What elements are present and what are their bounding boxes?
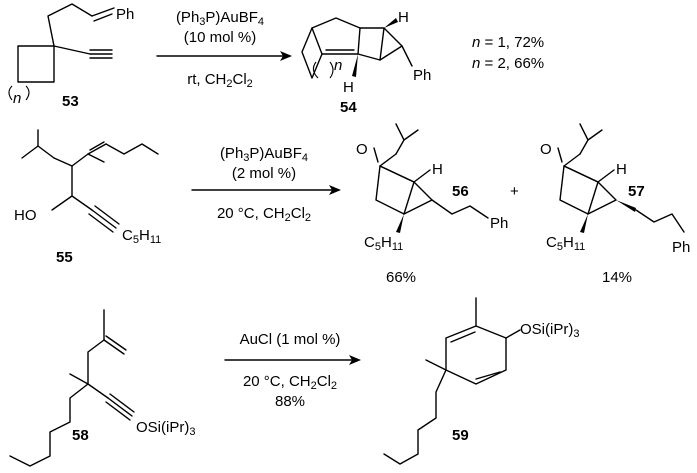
conditions-1-solvent: rt, CH2Cl2 <box>187 71 253 90</box>
atom-label-c5h11-55: C5H11 <box>122 227 161 246</box>
atom-label-c5h11-56: C5H11 <box>364 234 403 253</box>
conditions-3-catalyst: AuCl (1 mol %) <box>240 331 341 348</box>
compound-label-53: 53 <box>62 93 79 110</box>
conditions-3-solvent: 20 °C, CH2Cl2 <box>243 373 337 392</box>
reaction-arrow-2 <box>191 185 341 195</box>
yield-1-n1: n = 1, 72% <box>472 34 544 51</box>
atom-label-ph-56: Ph <box>490 215 508 232</box>
plus-sign: + <box>510 183 519 200</box>
conditions-2-loading: (2 mol %) <box>232 165 296 182</box>
compound-label-58: 58 <box>72 427 89 444</box>
atom-label-ph: Ph <box>116 6 134 23</box>
conditions-2-solvent: 20 °C, CH2Cl2 <box>217 205 311 224</box>
atom-label-n: n <box>13 90 21 107</box>
compound-label-55: 55 <box>56 249 73 266</box>
atom-label-h-54a: H <box>398 9 409 26</box>
compound-label-59: 59 <box>452 427 469 444</box>
atom-label-n-54: n <box>334 57 342 74</box>
compound-59 <box>383 297 521 465</box>
conditions-3-yield: 88% <box>275 393 305 410</box>
atom-label-ph-57: Ph <box>672 239 690 256</box>
atom-label-o-57: O <box>540 141 552 158</box>
yield-56: 66% <box>386 269 416 286</box>
atom-label-h-56: H <box>432 161 443 178</box>
atom-label-osi-59: OSi(iPr)3 <box>520 321 579 340</box>
compound-55 <box>21 129 159 233</box>
atom-label-o-56: O <box>356 141 368 158</box>
conditions-1-catalyst: (Ph3P)AuBF4 <box>176 9 264 28</box>
atom-label-h-54b: H <box>343 79 354 96</box>
conditions-2-catalyst: (Ph3P)AuBF4 <box>220 145 308 164</box>
atom-label-ho: HO <box>14 207 37 224</box>
compound-label-57: 57 <box>628 183 645 200</box>
yield-1-n2: n = 2, 66% <box>472 55 544 72</box>
reaction-arrow-3 <box>224 355 361 365</box>
compound-54 <box>301 17 413 79</box>
yield-57: 14% <box>602 269 632 286</box>
compound-label-56: 56 <box>452 183 469 200</box>
compound-53 <box>8 3 115 101</box>
compound-56 <box>373 123 489 233</box>
atom-label-h-57: H <box>616 161 627 178</box>
atom-label-osi-58: OSi(iPr)3 <box>136 419 195 438</box>
conditions-1-loading: (10 mol %) <box>184 29 257 46</box>
compound-label-54: 54 <box>340 99 357 116</box>
compound-58 <box>9 309 135 467</box>
atom-label-c5h11-57: C5H11 <box>546 234 585 253</box>
reaction-arrow-1 <box>156 51 292 61</box>
atom-label-ph-54: Ph <box>413 67 431 84</box>
compound-57 <box>557 123 685 233</box>
